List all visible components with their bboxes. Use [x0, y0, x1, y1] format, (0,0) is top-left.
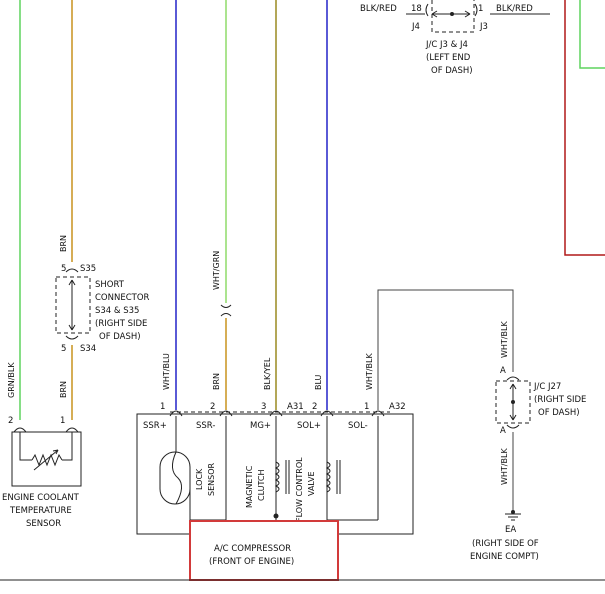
wire-blk-red-right [564, 0, 605, 256]
svg-text:(FRONT OF ENGINE): (FRONT OF ENGINE) [209, 557, 294, 567]
svg-text:BLK/RED: BLK/RED [360, 4, 397, 14]
svg-text:2: 2 [312, 402, 317, 412]
svg-text:S35: S35 [80, 264, 96, 274]
svg-text:SOL-: SOL- [348, 421, 368, 431]
wire-wht-blk [377, 289, 514, 410]
svg-text:1: 1 [364, 402, 369, 412]
svg-text:A32: A32 [389, 402, 406, 412]
svg-text:FLOW CONTROL: FLOW CONTROL [295, 457, 304, 522]
svg-text:BLU: BLU [314, 374, 323, 390]
svg-text:J3: J3 [479, 22, 488, 32]
svg-text:1: 1 [60, 416, 65, 426]
svg-text:A: A [500, 366, 506, 376]
svg-text:SSR+: SSR+ [143, 421, 167, 431]
svg-text:WHT/BLK: WHT/BLK [500, 321, 509, 358]
jc-j3-j4: BLK/RED 18 1 BLK/RED J4 J3 J/C J3 & J4 (… [360, 0, 550, 76]
svg-text:S34 & S35: S34 & S35 [95, 306, 139, 316]
svg-text:BRN: BRN [212, 373, 221, 390]
compressor-title-box [189, 520, 339, 581]
svg-text:SENSOR: SENSOR [26, 519, 61, 529]
svg-text:(RIGHT SIDE OF: (RIGHT SIDE OF [472, 539, 539, 549]
svg-text:SHORT: SHORT [95, 280, 125, 290]
svg-text:ENGINE COMPT): ENGINE COMPT) [470, 552, 539, 562]
svg-text:CLUTCH: CLUTCH [257, 469, 266, 501]
svg-text:WHT/BLK: WHT/BLK [500, 448, 509, 485]
svg-text:CONNECTOR: CONNECTOR [95, 293, 150, 303]
svg-text:VALVE: VALVE [307, 471, 316, 496]
svg-text:(RIGHT SIDE: (RIGHT SIDE [534, 395, 586, 405]
svg-text:WHT/BLK: WHT/BLK [365, 353, 374, 390]
svg-text:WHT/BLU: WHT/BLU [162, 353, 171, 390]
svg-text:J4: J4 [411, 22, 420, 32]
svg-text:MG+: MG+ [250, 421, 271, 431]
wire-green-right [579, 0, 605, 69]
svg-text:18: 18 [411, 4, 422, 14]
svg-text:5: 5 [61, 344, 66, 354]
svg-text:J/C J3 & J4: J/C J3 & J4 [425, 40, 468, 50]
svg-text:LOCK: LOCK [195, 468, 204, 490]
svg-text:WHT/GRN: WHT/GRN [212, 251, 221, 290]
svg-text:TEMPERATURE: TEMPERATURE [9, 506, 72, 516]
svg-text:EA: EA [505, 525, 516, 535]
svg-text:OF DASH): OF DASH) [99, 332, 141, 342]
svg-text:OF DASH): OF DASH) [431, 66, 473, 76]
ground-ea: EA (RIGHT SIDE OF ENGINE COMPT) [470, 510, 539, 562]
svg-text:1: 1 [478, 4, 483, 14]
ac-compressor: WHT/BLU BRN WHT/GRN BLK/YEL BLU WHT/BLK … [136, 251, 414, 581]
svg-text:(RIGHT SIDE: (RIGHT SIDE [95, 319, 147, 329]
svg-text:MAGNETIC: MAGNETIC [245, 465, 254, 508]
svg-text:S34: S34 [80, 344, 96, 354]
svg-text:A31: A31 [287, 402, 304, 412]
svg-text:2: 2 [210, 402, 215, 412]
svg-text:5: 5 [61, 264, 66, 274]
svg-text:GRN/BLK: GRN/BLK [7, 362, 16, 398]
svg-text:A/C COMPRESSOR: A/C COMPRESSOR [214, 544, 291, 554]
svg-text:SENSOR: SENSOR [207, 463, 216, 496]
svg-text:(LEFT END: (LEFT END [426, 53, 471, 63]
svg-text:3: 3 [261, 402, 266, 412]
jc-j27: WHT/BLK A J/C J27 (RIGHT SIDE OF DASH) A… [495, 321, 586, 485]
svg-text:BLK/YEL: BLK/YEL [263, 357, 272, 390]
svg-text:SSR-: SSR- [196, 421, 215, 431]
svg-text:1: 1 [160, 402, 165, 412]
svg-text:2: 2 [8, 416, 13, 426]
svg-text:BRN: BRN [59, 235, 68, 252]
svg-text:J/C J27: J/C J27 [533, 382, 561, 392]
svg-text:ENGINE COOLANT: ENGINE COOLANT [2, 493, 80, 503]
svg-text:OF DASH): OF DASH) [538, 408, 580, 418]
short-connector-s34-s35: BRN 5 S35 5 S34 SHORT CONNECTOR S34 & S3… [55, 235, 150, 354]
svg-text:A: A [500, 426, 506, 436]
engine-coolant-sensor: GRN/BLK BRN 2 1 ENGINE COOLANT TEMPERATU… [2, 362, 82, 529]
svg-text:SOL+: SOL+ [297, 421, 321, 431]
svg-text:BLK/RED: BLK/RED [496, 4, 533, 14]
svg-text:BRN: BRN [59, 381, 68, 398]
